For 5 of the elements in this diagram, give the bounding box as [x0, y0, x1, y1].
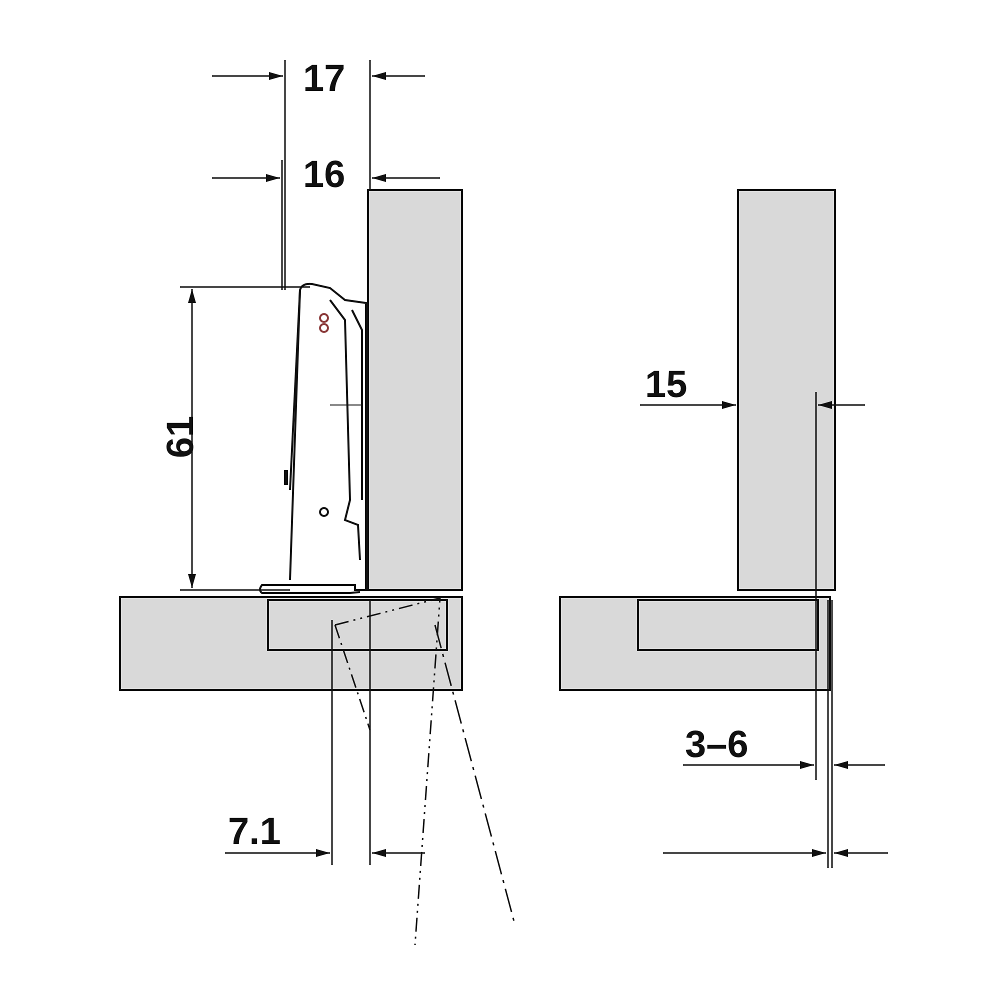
dimension-label: 3–6	[685, 726, 748, 764]
dimension-label: 7.1	[228, 813, 281, 851]
dimension-label: 16	[303, 156, 346, 194]
dimension-label: 17	[303, 60, 346, 98]
dimension-label: 15	[645, 366, 688, 404]
